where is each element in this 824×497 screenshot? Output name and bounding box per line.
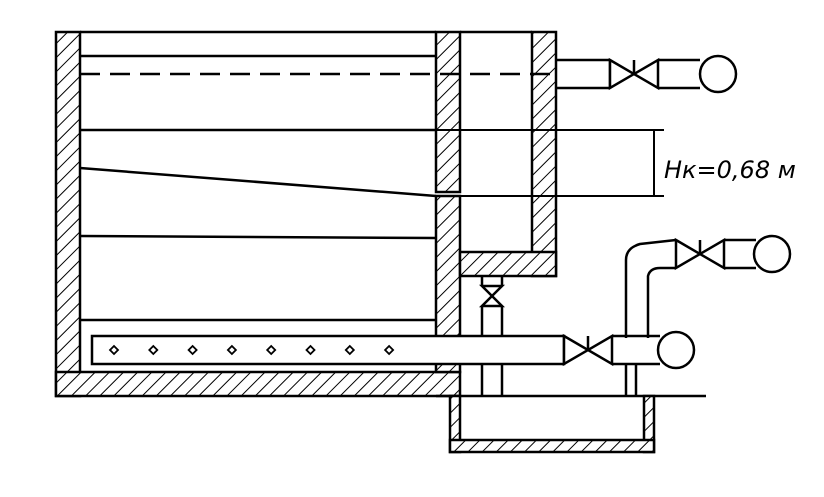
pipe-hole [226, 344, 238, 356]
pump-circle-bottom [656, 330, 696, 370]
pipe-hole [187, 344, 198, 356]
level-line-middle [79, 234, 437, 240]
perforated-pipe [90, 334, 566, 366]
gutter-drain-valve [478, 276, 506, 336]
pump-circle-middle [752, 234, 792, 274]
pipe-hole [344, 344, 356, 356]
pump-circle-top [698, 54, 738, 94]
tank-levels [79, 54, 560, 322]
tank-bottom-wall [54, 370, 462, 398]
level-line-sloped [79, 166, 437, 198]
drain-pipes [480, 364, 638, 396]
pipe-holes [108, 344, 395, 356]
valve-vertical [478, 284, 506, 308]
dimension-label: Нк=0,68 м [664, 156, 796, 184]
drain-pit [448, 394, 656, 454]
dimension-extension-lines [436, 129, 664, 197]
pipe-hole [265, 344, 277, 356]
gutter-right-wall [530, 30, 558, 278]
supply-pipe-top [556, 54, 738, 94]
distribution-pipe [90, 330, 696, 370]
partition-wall-upper [434, 30, 462, 194]
supply-pipe-middle [624, 234, 792, 338]
pipe-hole [108, 344, 120, 356]
gutter-bottom-wall [458, 250, 558, 278]
pipe-hole [148, 344, 159, 356]
pipe-hole [383, 344, 395, 356]
pipe-hole [305, 344, 316, 356]
tank-left-wall [54, 30, 82, 398]
